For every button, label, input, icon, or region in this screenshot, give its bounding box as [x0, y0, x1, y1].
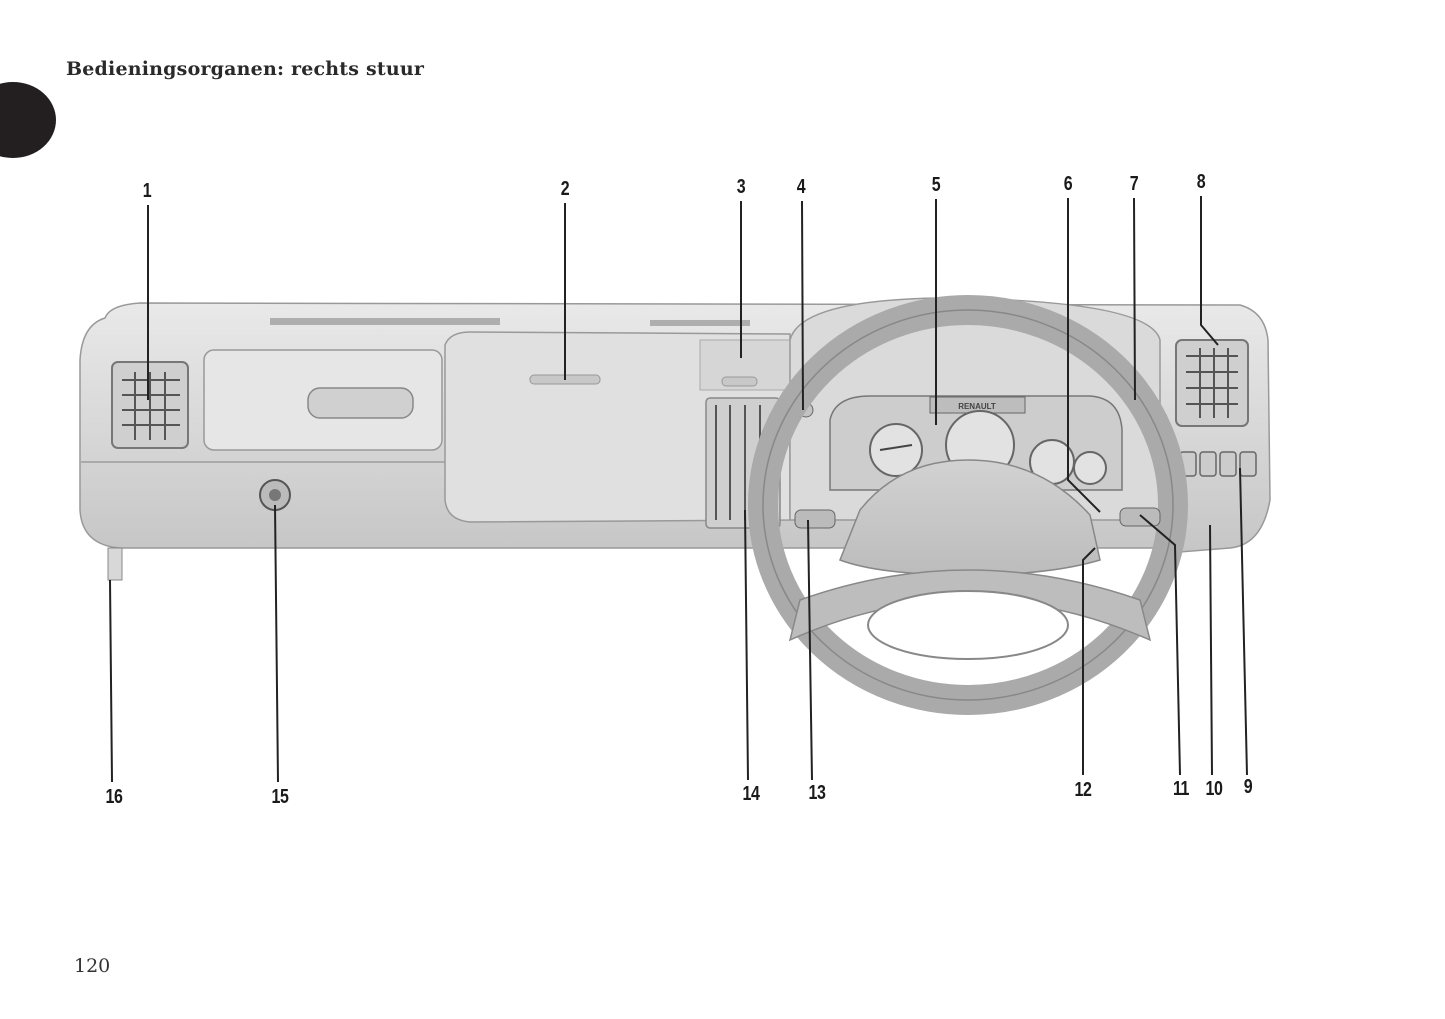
cluster-brand-label: RENAULT: [958, 402, 996, 411]
callout-3: 3: [736, 176, 747, 199]
callout-13-label: 13: [808, 782, 826, 804]
page-number: 120: [74, 955, 111, 977]
left-air-vent: [111, 361, 189, 449]
callout-16-label: 16: [105, 786, 123, 808]
page-title: Bedieningsorganen: rechts stuur: [66, 58, 425, 80]
glovebox: [203, 349, 443, 451]
callout-10-label: 10: [1205, 778, 1223, 800]
callout-15: 15: [269, 786, 290, 809]
callout-leader-lines: [109, 196, 1248, 783]
callout-15-label: 15: [271, 786, 289, 808]
callout-14-label: 14: [742, 783, 760, 805]
center-panel: [444, 331, 791, 529]
callout-1-label: 1: [142, 180, 152, 202]
callout-12-label: 12: [1074, 779, 1092, 801]
callout-8: 8: [1196, 171, 1207, 194]
callout-12: 12: [1072, 779, 1093, 802]
callout-16: 16: [103, 786, 124, 809]
bonnet-release-lever: [107, 547, 123, 581]
callout-11: 11: [1171, 778, 1191, 801]
callout-7-label: 7: [1129, 173, 1139, 195]
callout-4-label: 4: [796, 176, 806, 198]
steering-wheel: [748, 295, 1188, 715]
callout-3-label: 3: [736, 176, 746, 198]
callout-8-label: 8: [1196, 171, 1206, 193]
callout-14: 14: [740, 783, 761, 806]
callout-1: 1: [142, 180, 153, 203]
callout-2-label: 2: [560, 178, 570, 200]
callout-5-label: 5: [931, 174, 941, 196]
right-air-vent: [1175, 339, 1249, 427]
callout-5: 5: [931, 174, 942, 197]
callout-2: 2: [560, 178, 571, 201]
callout-7: 7: [1129, 173, 1140, 196]
callout-11-label: 11: [1172, 778, 1190, 800]
callout-10: 10: [1203, 778, 1224, 801]
callout-4: 4: [796, 176, 807, 199]
callout-6: 6: [1063, 173, 1074, 196]
callout-6-label: 6: [1063, 173, 1073, 195]
callout-13: 13: [806, 782, 827, 805]
callout-9-label: 9: [1243, 776, 1253, 798]
callout-9: 9: [1243, 776, 1254, 799]
